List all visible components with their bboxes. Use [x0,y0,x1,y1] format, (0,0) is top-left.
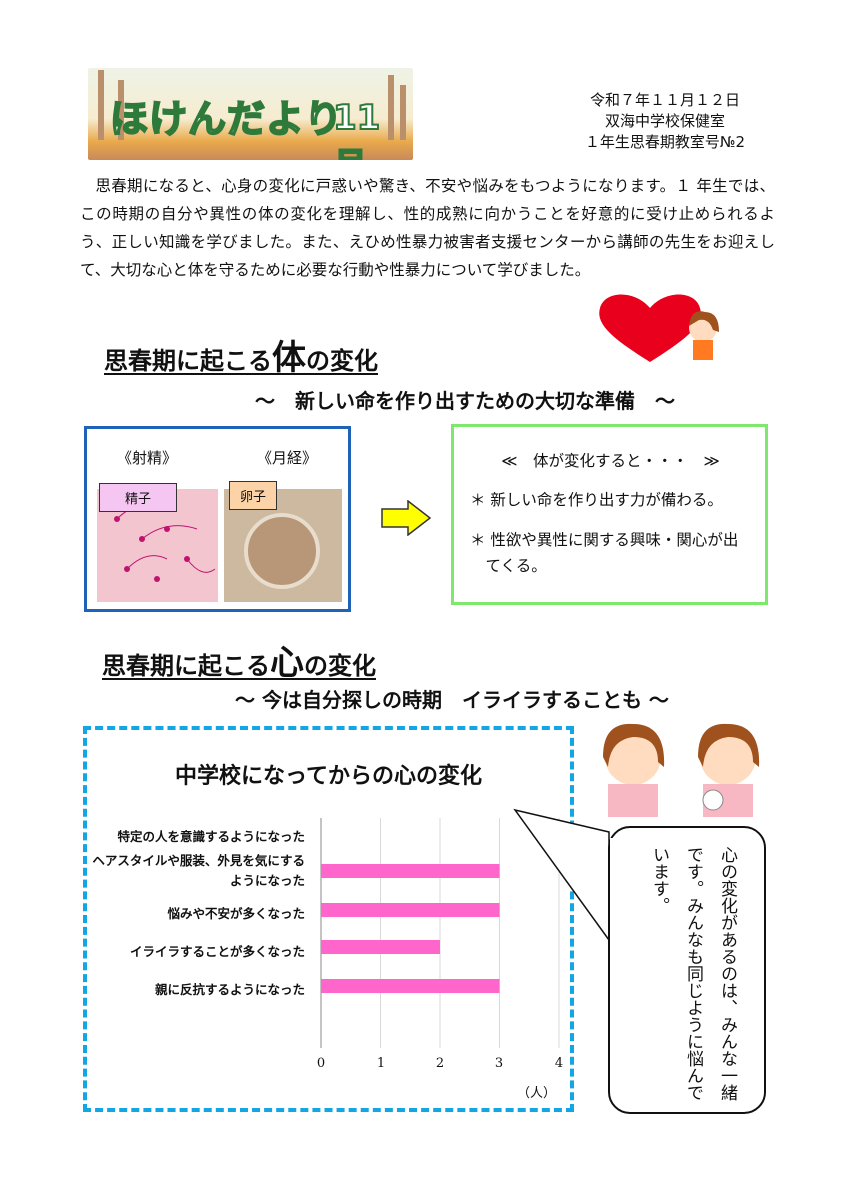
category-label: 親に反抗するようになった [154,982,305,997]
speech-bubble: 心の変化があるのは、みんな一緒です。みんなも同じように悩んでいます。 [608,826,766,1114]
school-name: 双海中学校保健室 [604,112,725,130]
section1-subtitle: ～ 新しい命を作り出すための大切な準備 ～ [255,389,675,413]
chart-frame: 中学校になってからの心の変化 特定の人を意識するようになった ヘアスタイルや服装… [83,726,574,1112]
heart-icon [599,294,701,362]
tick-label: 3 [494,1056,504,1071]
label-ejaculation: 《射精》 [117,449,178,467]
sperm-tag: 精子 [99,483,177,512]
body-change-box: ≪ 体が変化すると・・・ ≫ ＊ 新しい命を作り出す力が備わる。 ＊ 性欲や異性… [451,424,768,605]
list-item: ＊ 性欲や異性に関する興味・関心が出てくる。 [470,531,739,575]
reproduction-box: 《射精》 《月経》 精子 卵子 [84,426,351,612]
heart-girl-illustration [599,294,719,362]
label-menstruation: 《月経》 [257,449,318,467]
intro-paragraph: 思春期になると、心身の変化に戸惑いや驚き、不安や悩みをもつようになります。１ 年… [80,177,775,279]
bubble-tail [513,808,610,943]
banner-title: ほけんだより [109,96,344,142]
bar-chart [320,818,560,1048]
bubble-text: 心の変化があるのは、みんな一緒です。みんなも同じように悩んでいます。 [649,846,737,1101]
banner-month: 11月 [332,97,381,160]
right-arrow-icon [381,500,432,536]
egg-tag: 卵子 [229,481,278,510]
category-label: イライラすることが多くなった [129,944,305,959]
category-label: 特定の人を意識するようになった [117,829,305,844]
bar [321,979,500,993]
tick-label: 2 [435,1056,445,1071]
tick-label: 0 [316,1056,326,1071]
tick-label: 1 [376,1056,386,1071]
box-title: ≪ 体が変化すると・・・ ≫ [501,452,720,470]
bar [321,903,500,917]
section2-subtitle: ～ 今は自分探しの時期 イライラすることも ～ [235,688,669,712]
section2-title: 思春期に起こる心の変化 [102,643,376,683]
girls-illustration [603,723,760,817]
category-label: 悩みや不安が多くなった [167,906,305,921]
x-axis-label: （人） [517,1086,557,1101]
chart-title: 中学校になってからの心の変化 [175,764,482,789]
issue-number: １年生思春期教室号№2 [584,133,746,151]
bar [321,864,500,878]
tick-label: 4 [554,1056,564,1071]
list-item: ＊ 新しい命を作り出す力が備わる。 [470,491,723,509]
banner-illustration: ほけんだより 11月 [88,68,413,160]
bar [321,940,440,954]
category-label: ヘアスタイルや服装、外見を気にするようになった [92,853,305,888]
date: 令和７年１１月１２日 [589,91,740,109]
header-info: 令和７年１１月１２日 双海中学校保健室 １年生思春期教室号№2 [540,90,790,153]
section1-title: 思春期に起こる体の変化 [104,338,378,378]
